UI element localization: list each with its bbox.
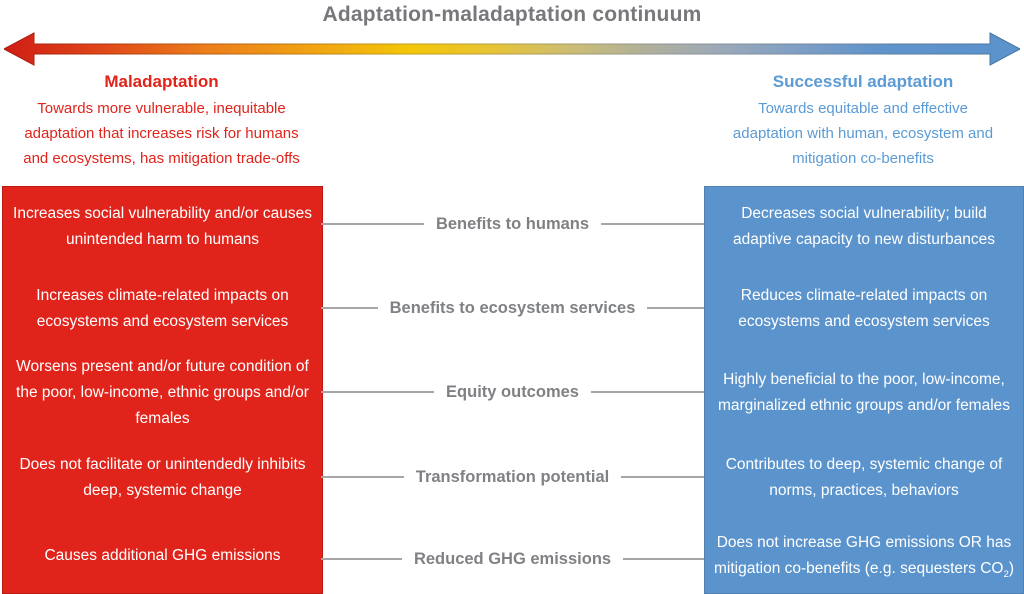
continuum-gradient-arrow (2, 31, 1022, 67)
adaptation-item-3: Highly beneficial to the poor, low-incom… (717, 371, 1011, 414)
maladaptation-header: Maladaptation Towards more vulnerable, i… (2, 72, 321, 171)
successful-adaptation-header: Successful adaptation Towards equitable … (704, 72, 1022, 171)
adaptation-item-4: Contributes to deep, systemic change of … (725, 455, 1003, 499)
connector-line (321, 558, 402, 560)
criteria-row: Benefits to ecosystem services (321, 295, 705, 321)
connector-line (590, 391, 704, 393)
page-title: Adaptation-maladaptation continuum (322, 3, 702, 26)
maladaptation-subheading: Towards more vulnerable, inequitable ada… (23, 100, 300, 167)
criteria-label: Benefits to ecosystem services (389, 298, 636, 317)
maladaptation-box: Increases social vulnerability and/or ca… (2, 186, 323, 594)
criteria-row: Equity outcomes (321, 379, 704, 405)
connector-line (321, 476, 404, 478)
double-arrow-icon (2, 32, 1022, 66)
successful-adaptation-heading: Successful adaptation (772, 72, 954, 91)
co2-subscript: 2 (1003, 569, 1009, 581)
criteria-row: Benefits to humans (321, 211, 705, 237)
criteria-label: Reduced GHG emissions (413, 549, 612, 568)
connector-line (321, 391, 435, 393)
adaptation-box: Decreases social vulnerability; build ad… (704, 186, 1024, 594)
maladaptation-item-2: Increases climate-related impacts on eco… (36, 287, 289, 330)
connector-line (321, 307, 378, 309)
adaptation-item-5-text: Does not increase GHG emissions OR has m… (714, 534, 1014, 581)
adaptation-item-2: Reduces climate-related impacts on ecosy… (738, 287, 990, 330)
criteria-label: Benefits to humans (435, 214, 590, 233)
successful-adaptation-subheading: Towards equitable and effective adaptati… (732, 100, 994, 167)
criteria-label: Equity outcomes (446, 382, 579, 401)
maladaptation-item-1: Increases social vulnerability and/or ca… (13, 205, 312, 248)
adaptation-item-5: Does not increase GHG emissions OR has m… (705, 520, 1023, 592)
maladaptation-item-3: Worsens present and/or future condition … (16, 358, 309, 427)
criteria-row: Transformation potential (321, 464, 704, 490)
adaptation-item-1: Decreases social vulnerability; build ad… (733, 205, 995, 248)
maladaptation-heading: Maladaptation (104, 72, 219, 91)
criteria-row: Reduced GHG emissions (321, 546, 705, 572)
connector-line (647, 307, 705, 309)
maladaptation-item-5: Causes additional GHG emissions (44, 547, 281, 564)
connector-line (621, 476, 704, 478)
criteria-column: Benefits to humans Benefits to ecosystem… (321, 186, 705, 592)
connector-line (601, 223, 705, 225)
connector-line (623, 558, 705, 560)
maladaptation-item-4: Does not facilitate or unintendedly inhi… (19, 455, 306, 499)
connector-line (321, 223, 424, 225)
criteria-label: Transformation potential (415, 467, 610, 486)
